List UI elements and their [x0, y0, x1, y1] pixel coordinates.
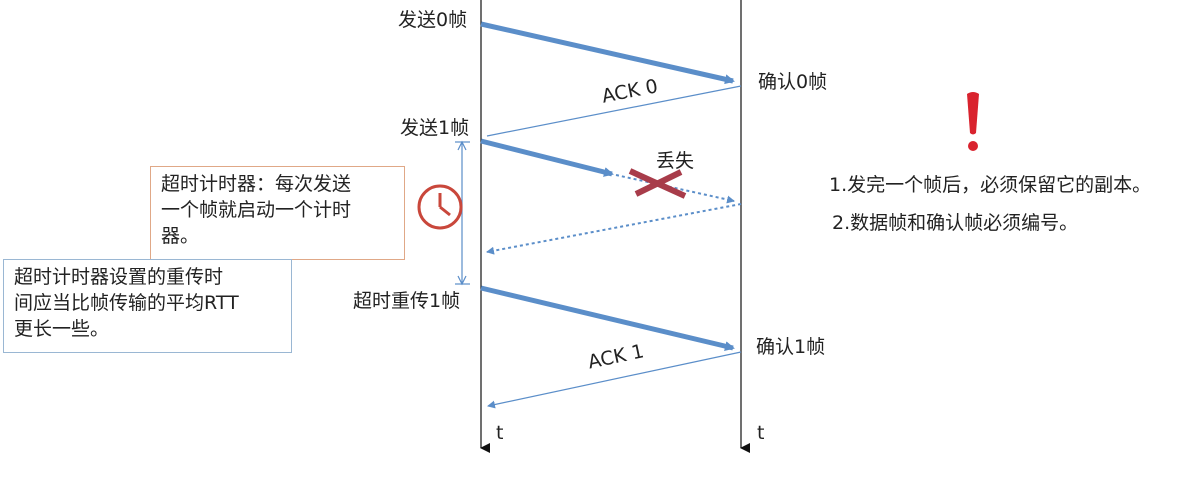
retransmit-arrow: [480, 285, 735, 352]
frame1-lost-path: [615, 174, 735, 204]
cross-icon: [628, 168, 687, 199]
frame0-arrow: [480, 21, 735, 85]
timeout-dotted-arrow: [486, 203, 742, 255]
timeout-line-1: 超时计时器：每次发送: [161, 173, 352, 195]
timeout-line-3: 器。: [161, 225, 200, 247]
note-item-1: 1.发完一个帧后，必须保留它的副本。: [829, 174, 1152, 196]
receiver-time-label: t: [757, 422, 765, 444]
note-item-2: 2.数据帧和确认帧必须编号。: [832, 212, 1079, 234]
frame1-arrow: [480, 138, 614, 177]
sender-time-label: t: [496, 422, 504, 444]
send1-label: 发送1帧: [400, 117, 470, 139]
clock-icon: [417, 184, 463, 230]
timeout-interval-bracket: [455, 140, 470, 286]
timeout-line-2: 一个帧就启动一个计时: [161, 199, 352, 221]
ack0-received-label: 确认0帧: [758, 71, 828, 93]
lost-label: 丢失: [656, 150, 695, 172]
rtt-line-3: 更长一些。: [14, 318, 110, 340]
rtt-line-2: 间应当比帧传输的平均RTT: [14, 292, 239, 314]
exclamation-icon: [967, 92, 979, 151]
timeout-timer-callout: 超时计时器：每次发送 一个帧就启动一个计时 器。: [150, 166, 405, 260]
rtt-line-1: 超时计时器设置的重传时: [14, 266, 224, 288]
ack1-arrow: [487, 351, 742, 409]
rtt-callout: 超时计时器设置的重传时 间应当比帧传输的平均RTT 更长一些。: [3, 259, 292, 353]
ack1-received-label: 确认1帧: [756, 336, 826, 358]
ack0-arrow: [486, 85, 742, 137]
retransmit-label: 超时重传1帧: [353, 290, 461, 312]
send0-label: 发送0帧: [398, 9, 468, 31]
